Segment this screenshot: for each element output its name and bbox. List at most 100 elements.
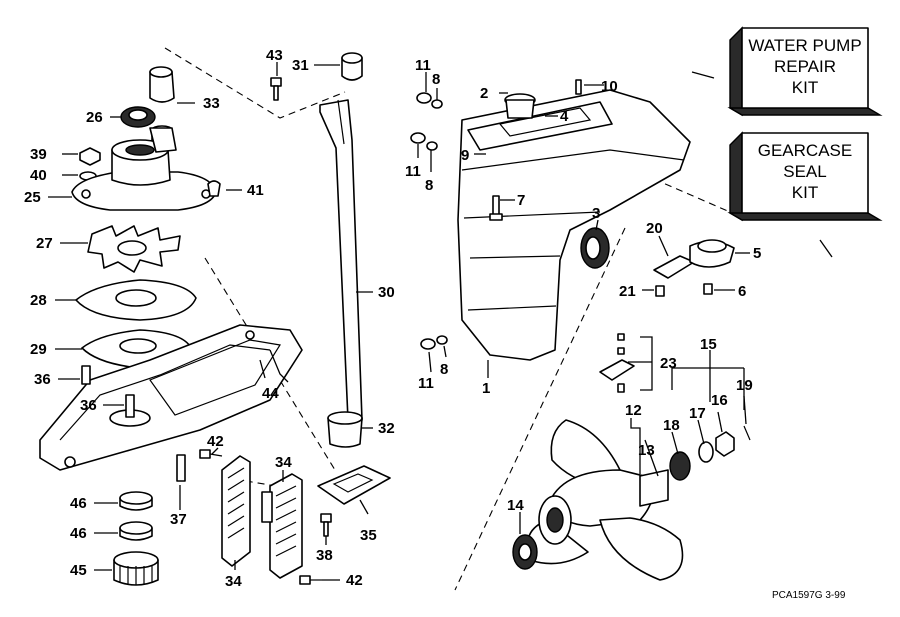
gearcase-seal-kit-box: GEARCASE SEAL KIT — [727, 131, 883, 222]
part-17-washer — [698, 441, 714, 463]
part-42-screw-lower — [299, 575, 322, 585]
part-31-grommet — [341, 52, 363, 81]
part-36-stud-lower — [125, 394, 135, 418]
part-42-screw-upper — [199, 449, 223, 459]
callout-13: 13 — [638, 442, 655, 459]
part-35-cover — [317, 465, 391, 505]
part-1-gearcase — [457, 89, 691, 361]
callout-4: 4 — [560, 108, 569, 125]
callout-31: 31 — [292, 57, 309, 74]
callout-11-upper: 11 — [415, 57, 431, 74]
part-13-thrust-hub — [639, 469, 669, 507]
gearcase-seal-kit-line2: SEAL — [783, 162, 826, 181]
callout-41: 41 — [247, 182, 264, 199]
part-30-water-tube — [319, 99, 363, 421]
part-11-plug-middle — [410, 132, 426, 144]
callout-3: 3 — [592, 205, 600, 222]
water-pump-kit-box: WATER PUMP REPAIR KIT — [727, 26, 883, 117]
part-8-washer-middle — [426, 141, 438, 151]
part-33-grommet — [149, 66, 175, 103]
callout-18: 18 — [663, 417, 680, 434]
callout-5: 5 — [753, 245, 761, 262]
callout-8-middle: 8 — [425, 177, 433, 194]
callout-25: 25 — [24, 189, 41, 206]
part-11-plug-upper — [416, 92, 432, 104]
part-12-propeller — [526, 419, 684, 581]
callout-6: 6 — [738, 283, 746, 300]
part-19-cotter-pin — [743, 425, 751, 441]
callout-43: 43 — [266, 47, 283, 64]
water-pump-kit-line2: REPAIR — [774, 57, 836, 76]
reference-code: PCA1597G 3-99 — [772, 590, 846, 601]
part-38-screw — [320, 513, 332, 537]
callout-29: 29 — [30, 341, 47, 358]
part-39-nut — [79, 147, 101, 166]
callout-46-lower: 46 — [70, 525, 87, 542]
part-6-screw — [703, 283, 713, 295]
part-20-bracket — [653, 255, 695, 279]
part-34-screen-left — [221, 455, 251, 567]
callout-2: 2 — [480, 85, 488, 102]
callout-39: 39 — [30, 146, 47, 163]
callout-17: 17 — [689, 405, 706, 422]
callout-9: 9 — [461, 147, 469, 164]
part-3-seal — [580, 227, 610, 269]
callout-21: 21 — [619, 283, 636, 300]
callout-11-lower: 11 — [418, 375, 434, 392]
callout-11-middle: 11 — [405, 163, 421, 180]
callout-16: 16 — [711, 392, 728, 409]
gearcase-seal-kit-line1: GEARCASE — [758, 141, 852, 160]
callout-42-upper: 42 — [207, 433, 224, 450]
callout-32: 32 — [378, 420, 395, 437]
part-8-washer-upper — [431, 99, 443, 109]
callout-34-right: 34 — [275, 454, 292, 471]
callout-30: 30 — [378, 284, 395, 301]
part-46-bushing-lower — [119, 521, 153, 541]
part-46-bushing-upper — [119, 491, 153, 511]
part-23-trim-tab — [599, 333, 635, 393]
gearcase-seal-kit-line3: KIT — [792, 183, 818, 202]
callout-12: 12 — [625, 402, 642, 419]
callout-7: 7 — [517, 192, 525, 209]
callout-20: 20 — [646, 220, 663, 237]
callout-34-left: 34 — [225, 573, 242, 590]
callout-46-upper: 46 — [70, 495, 87, 512]
callout-42-lower: 42 — [346, 572, 363, 589]
callout-33: 33 — [203, 95, 220, 112]
callout-45: 45 — [70, 562, 87, 579]
callout-10: 10 — [601, 78, 618, 95]
callout-44: 44 — [262, 385, 279, 402]
part-10-pin — [575, 79, 582, 95]
callout-23: 23 — [660, 355, 677, 372]
callout-38: 38 — [316, 547, 333, 564]
part-21-screw — [655, 285, 665, 297]
water-pump-kit-line3: KIT — [792, 78, 818, 97]
leader-lines — [48, 62, 833, 581]
callout-35: 35 — [360, 527, 377, 544]
callout-37: 37 — [170, 511, 187, 528]
part-28-plate — [75, 279, 197, 321]
part-5-anode — [689, 239, 735, 268]
part-44-mounting-plate — [39, 324, 303, 471]
callout-8-lower: 8 — [440, 361, 448, 378]
callout-40: 40 — [30, 167, 47, 184]
part-36-stud-upper — [81, 365, 91, 385]
part-43-screw — [270, 77, 282, 101]
water-pump-kit-line1: WATER PUMP — [748, 36, 861, 55]
callout-36-lower: 36 — [80, 397, 97, 414]
part-45-bearing — [113, 551, 159, 586]
callout-15: 15 — [700, 336, 717, 353]
part-32-grommet — [327, 411, 363, 448]
callout-28: 28 — [30, 292, 47, 309]
part-25-pump-housing — [71, 127, 217, 211]
part-18-spacer — [669, 451, 691, 481]
callout-numbers: 33 26 39 40 25 41 27 28 29 36 36 44 37 4… — [24, 47, 761, 590]
part-37-stud — [176, 454, 186, 482]
callout-36-upper: 36 — [34, 371, 51, 388]
part-11-plug-lower — [420, 338, 436, 350]
part-8-washer-lower — [436, 335, 448, 345]
callout-8-upper: 8 — [432, 71, 440, 88]
part-16-nut — [715, 431, 735, 457]
part-41-insert — [207, 180, 221, 197]
